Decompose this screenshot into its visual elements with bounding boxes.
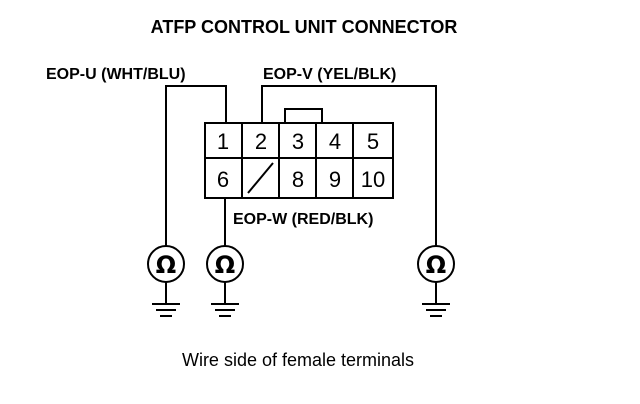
wire-pin-1 xyxy=(165,85,227,246)
pin-cell-8 xyxy=(278,157,317,199)
pin-number: 3 xyxy=(292,129,304,154)
ohmmeter-left: Ω xyxy=(147,245,185,283)
pin-number: 6 xyxy=(217,167,229,192)
pin-number: 10 xyxy=(361,167,385,192)
diagram-caption: Wire side of female terminals xyxy=(182,350,414,370)
ohm-icon: Ω xyxy=(426,251,446,279)
diagram-title: ATFP CONTROL UNIT CONNECTOR xyxy=(151,17,458,37)
ground-icon xyxy=(211,282,239,317)
ground-icon xyxy=(152,282,180,317)
pin-number: 4 xyxy=(329,129,341,154)
eop-w-label: EOP-W (RED/BLK) xyxy=(233,211,373,228)
ohm-icon: Ω xyxy=(156,251,176,279)
connector-body xyxy=(204,122,394,199)
pin-number: 8 xyxy=(292,167,304,192)
pin-number: 1 xyxy=(217,129,229,154)
pin-number: 9 xyxy=(329,167,341,192)
ground-icon xyxy=(422,282,450,317)
ohmmeter-right: Ω xyxy=(417,245,455,283)
ohm-icon: Ω xyxy=(215,251,235,279)
pin-number: 2 xyxy=(255,129,267,154)
pin-cell-9 xyxy=(315,157,354,199)
pin-number: 5 xyxy=(367,129,379,154)
pin-cell-10 xyxy=(352,157,394,199)
eop-u-label: EOP-U (WHT/BLU) xyxy=(46,66,186,83)
empty-cavity-slash xyxy=(247,162,274,194)
wire-pin-2 xyxy=(261,85,437,246)
ohmmeter-middle: Ω xyxy=(206,245,244,283)
connector-lock-tab xyxy=(284,108,323,124)
eop-v-label: EOP-V (YEL/BLK) xyxy=(263,66,396,83)
